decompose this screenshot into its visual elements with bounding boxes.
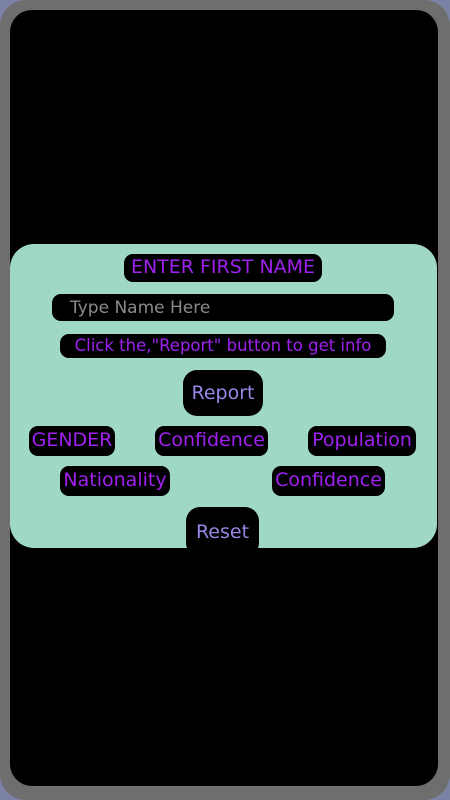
nationality-confidence-label: Confidence: [272, 466, 385, 496]
name-input[interactable]: [52, 294, 394, 321]
instruction-label: Click the,"Report" button to get info: [60, 334, 386, 358]
enter-first-name-title: ENTER FIRST NAME: [124, 254, 322, 282]
gender-label: GENDER: [29, 426, 115, 456]
report-button[interactable]: Report: [183, 370, 263, 416]
population-label: Population: [308, 426, 416, 456]
gender-confidence-label: Confidence: [155, 426, 268, 456]
app-screen: ENTER FIRST NAME Click the,"Report" butt…: [10, 10, 438, 786]
reset-button[interactable]: Reset: [186, 507, 259, 557]
nationality-label: Nationality: [60, 466, 170, 496]
form-panel: ENTER FIRST NAME Click the,"Report" butt…: [10, 244, 437, 557]
